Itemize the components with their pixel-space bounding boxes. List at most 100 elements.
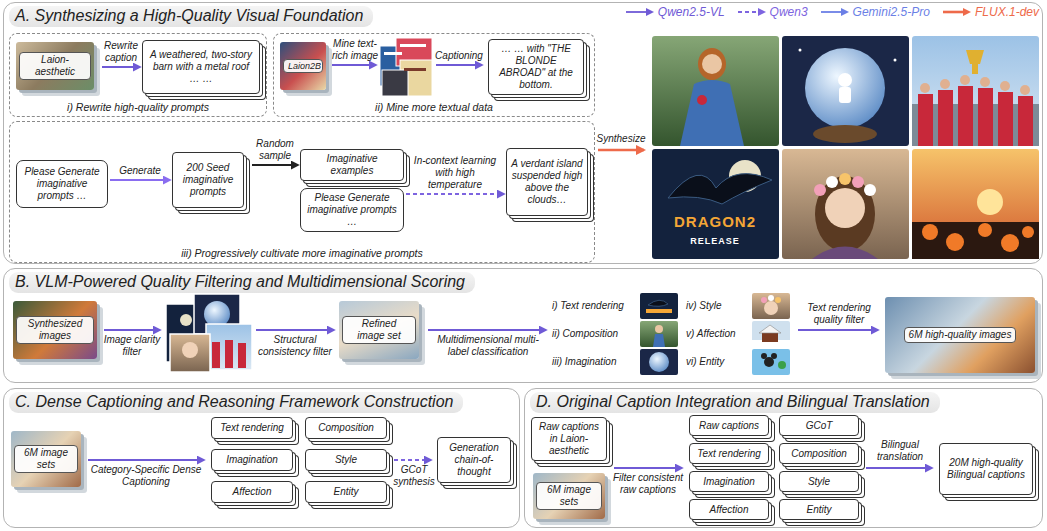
astronaut xyxy=(839,87,851,103)
dragon xyxy=(668,174,772,204)
arrow xyxy=(598,149,644,152)
player xyxy=(938,90,953,146)
node-text: Composition xyxy=(310,422,382,434)
legend-text: FLUX.1-dev xyxy=(975,5,1039,19)
cartoon-head xyxy=(778,361,786,369)
image-stack: Laion2B xyxy=(280,42,326,90)
flower xyxy=(946,233,964,251)
dress xyxy=(680,80,744,146)
flower xyxy=(922,224,938,240)
card-stack: A weathered, two-story barn with a metal… xyxy=(142,40,260,94)
arrow-label: Structural consistency filter xyxy=(257,334,333,358)
node-text: Please Generate imaginative prompts … xyxy=(305,192,399,228)
node-text: A weathered, two-story barn with a metal… xyxy=(147,49,255,85)
node-text: Style xyxy=(310,454,382,466)
thumbnail xyxy=(640,321,678,347)
connector xyxy=(102,66,140,68)
panel: C. Dense Captioning and Reasoning Framew… xyxy=(3,388,520,528)
node-text: Laion2B xyxy=(283,59,323,74)
thumbnail xyxy=(752,293,790,319)
arrow xyxy=(798,329,878,331)
category-label: v) Affection xyxy=(686,328,750,340)
connector xyxy=(406,193,504,195)
poster-tile xyxy=(652,149,779,259)
legend-arrowhead xyxy=(963,8,971,16)
player xyxy=(978,88,993,146)
panel: B. VLM-Powered Quality Filtering and Mul… xyxy=(3,268,1043,383)
category-label: iii) Imagination xyxy=(552,356,638,368)
head xyxy=(920,83,930,93)
flower xyxy=(864,184,876,196)
flower xyxy=(814,184,826,196)
poster xyxy=(382,70,408,96)
card-stack: Raw captions xyxy=(689,415,769,436)
sun xyxy=(977,189,1003,215)
player xyxy=(918,94,933,146)
flower xyxy=(978,223,992,237)
arrow-label: Text rendering quality filter xyxy=(799,302,879,326)
card-stack: 200 Seed imaginative prompts xyxy=(172,152,244,208)
legend-arrowhead xyxy=(646,8,654,16)
player xyxy=(225,340,233,368)
head xyxy=(960,75,970,85)
node-text: Raw captions in Laion-aesthetic xyxy=(536,421,602,457)
hair xyxy=(698,48,726,80)
player xyxy=(1018,96,1033,146)
node-text: Imagination xyxy=(694,476,764,488)
card-stack: A verdant island suspended high above th… xyxy=(506,148,588,216)
crystal-ball xyxy=(649,352,669,372)
card-stack: Generation chain-of-thought xyxy=(437,437,511,483)
node-text: iii) Progressively cultivate more imagin… xyxy=(10,247,594,259)
photo-tile xyxy=(912,36,1039,146)
trophy xyxy=(966,50,984,64)
card-stack: Raw captions in Laion-aesthetic xyxy=(531,417,607,461)
node-text: Affection xyxy=(694,504,764,516)
crystal-ball xyxy=(805,48,885,128)
card-stack: … … with "THE BLONDE ABROAD" at the bott… xyxy=(488,39,584,95)
crystal-ball xyxy=(204,301,230,327)
card-stack: Style xyxy=(305,449,387,471)
legend-line xyxy=(821,11,842,13)
face xyxy=(764,301,778,315)
flower xyxy=(826,176,838,188)
node-text: Synthesized images xyxy=(16,316,94,344)
legend-line xyxy=(943,11,964,14)
connector xyxy=(110,179,170,181)
card-stack: Entity xyxy=(305,481,387,503)
image-stack: 6M high-quality images xyxy=(885,297,1035,373)
flower xyxy=(761,297,767,303)
category-thumbnails xyxy=(640,293,790,375)
flower xyxy=(839,173,851,185)
card-stack: Affection xyxy=(689,499,769,520)
node-text: Style xyxy=(784,476,854,488)
moon xyxy=(180,314,192,326)
legend-line xyxy=(738,11,759,13)
rose xyxy=(697,95,707,105)
legend-line xyxy=(626,11,647,13)
node-text: … … with "THE BLONDE ABROAD" at the bott… xyxy=(493,43,579,91)
node-text: Imagination xyxy=(216,454,288,466)
arrow xyxy=(614,467,682,469)
photo-tile xyxy=(652,36,779,146)
arrow-label: Captioning xyxy=(433,50,485,62)
card-stack: Affection xyxy=(211,481,293,503)
synthesized-image-grid xyxy=(652,36,1039,259)
dashed-group: ii) Mine more textual dataLaion2B… … wit… xyxy=(273,33,595,117)
poster-text-bar xyxy=(404,68,426,71)
face xyxy=(702,54,722,74)
connector-label: Rewrite caption xyxy=(101,40,141,64)
face xyxy=(825,188,865,228)
arrow xyxy=(104,329,160,331)
shoulders xyxy=(812,247,878,260)
card-stack: Imagination xyxy=(211,449,293,471)
card-stack: Imagination xyxy=(689,471,769,492)
node-text: Composition xyxy=(784,448,854,460)
node-text: Imaginative examples xyxy=(305,153,399,177)
arrow xyxy=(256,329,334,331)
arrow xyxy=(866,467,932,469)
thumbnail xyxy=(752,349,790,375)
node-text: 20M high-quality Bilingual captions xyxy=(944,457,1028,481)
card-stack: 20M high-quality Bilingual captions xyxy=(939,443,1033,495)
legend-arrowhead xyxy=(758,8,766,16)
